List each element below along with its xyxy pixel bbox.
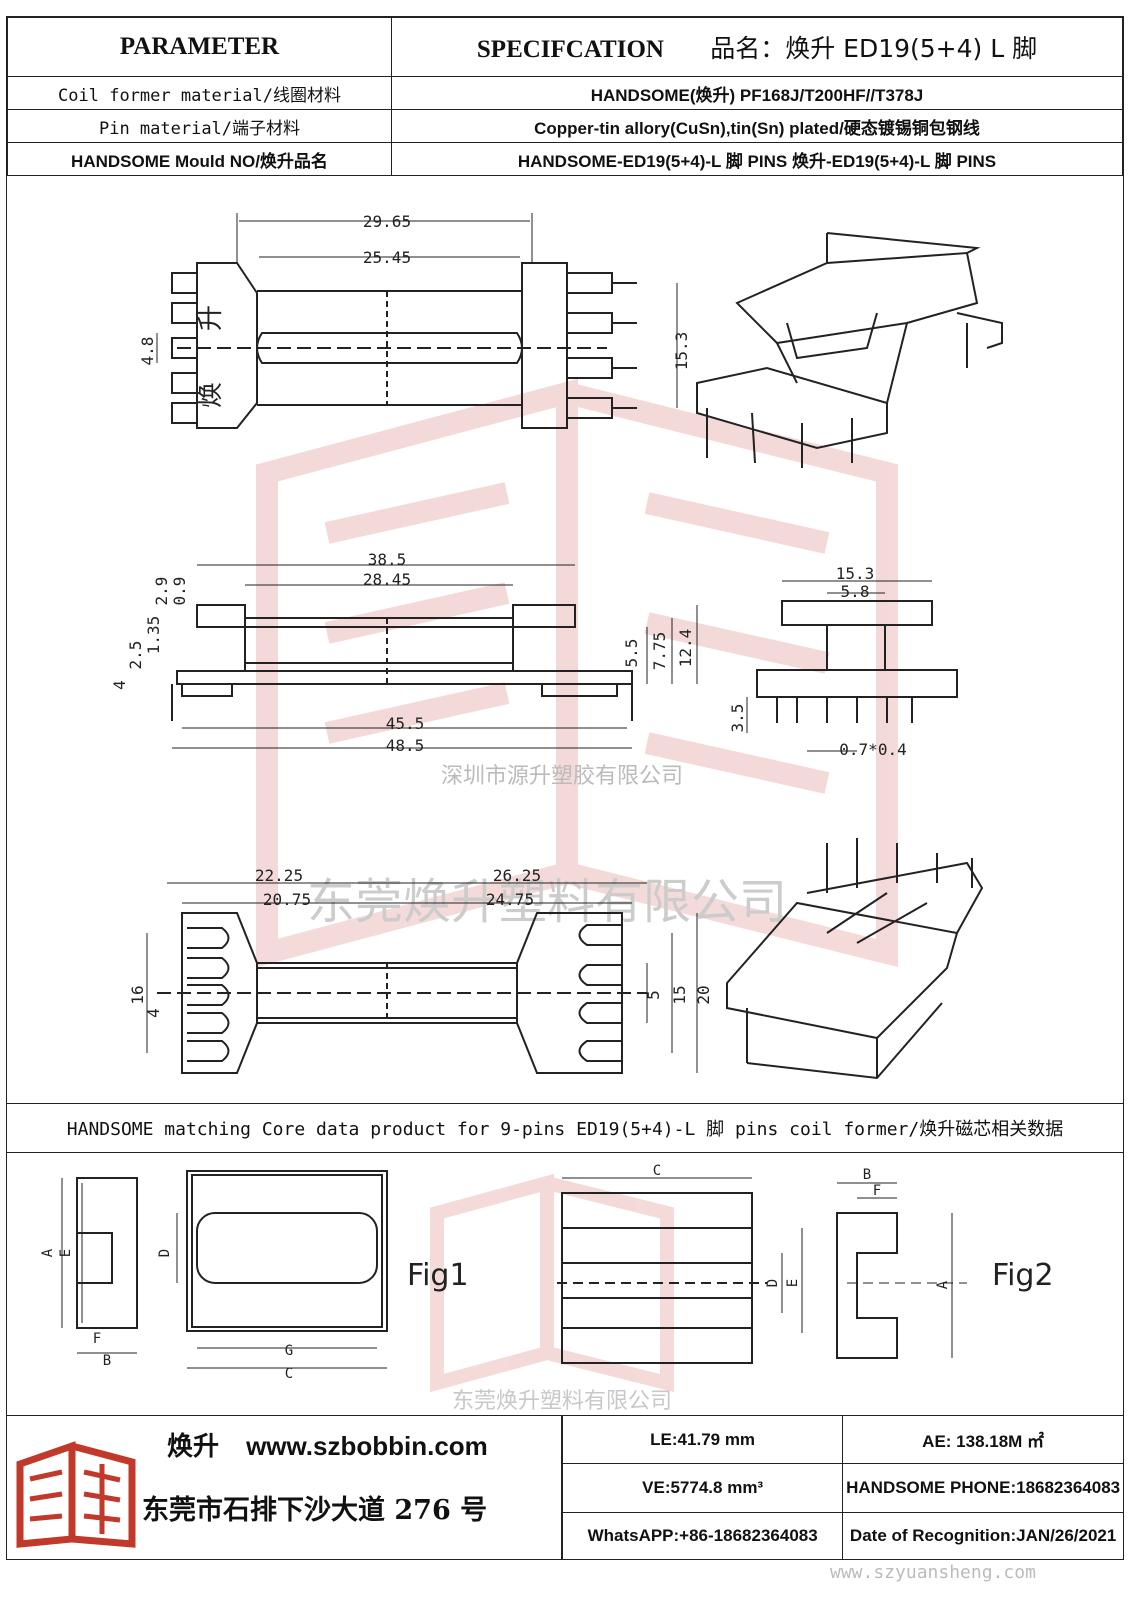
top-view <box>156 213 678 429</box>
logo-char-1: 升 <box>196 305 226 331</box>
fig1-core-side <box>61 1177 138 1354</box>
core-letter-b: B <box>103 1353 111 1369</box>
brand-block: 焕升 www.szbobbin.com 东莞市石排下沙大道 276 号 <box>7 1416 562 1560</box>
dim-bottom-15: 15 <box>670 985 689 1004</box>
fig2-letter-e: E <box>785 1279 801 1287</box>
fig1-core-top <box>176 1170 388 1369</box>
footer: 焕升 www.szbobbin.com 东莞市石排下沙大道 276 号 LE:4… <box>7 1415 1123 1560</box>
core-letter-c: C <box>285 1366 293 1382</box>
dim-end-3-5: 3.5 <box>728 704 747 733</box>
ae-value: AE: 138.18M ㎡ <box>842 1416 1123 1465</box>
dim-side-1-35: 1.35 <box>144 616 163 655</box>
bottom-view <box>146 882 698 1074</box>
dim-side-4: 4 <box>110 680 129 690</box>
dim-bottom-16: 16 <box>128 985 147 1004</box>
core-data-band: HANDSOME matching Core data product for … <box>7 1103 1123 1153</box>
specification-label: SPECIFCATION <box>476 36 664 63</box>
fig2-letter-f: F <box>873 1183 881 1199</box>
dim-bottom-4: 4 <box>144 1008 163 1018</box>
dim-top-29-65: 29.65 <box>363 212 411 231</box>
dim-side-2-9: 2.9 <box>152 577 171 606</box>
iso-view-top <box>696 232 1003 468</box>
pin-material-label: Pin material/端子材料 <box>7 109 392 143</box>
side-view <box>171 564 698 749</box>
dim-end-15-3: 15.3 <box>836 564 875 583</box>
fig1-label: Fig1 <box>407 1258 469 1293</box>
dim-side-28-45: 28.45 <box>363 570 411 589</box>
dim-bottom-5: 5 <box>644 990 663 1000</box>
watermark-company-1: 深圳市源升塑胶有限公司 <box>441 764 683 789</box>
logo-watermark <box>256 378 898 968</box>
brand-line: 焕升 www.szbobbin.com <box>167 1426 488 1463</box>
le-value: LE:41.79 mm <box>561 1416 843 1465</box>
mould-no-label: HANDSOME Mould NO/焕升品名 <box>7 142 392 176</box>
watermark-company-2: 东莞焕升塑料有限公司 <box>307 874 787 930</box>
dim-bottom-20: 20 <box>694 985 713 1004</box>
fig2-core-side <box>836 1182 967 1359</box>
recognition-date: Date of Recognition:JAN/26/2021 <box>842 1512 1123 1560</box>
fig2-label: Fig2 <box>992 1258 1054 1293</box>
end-view <box>746 580 958 752</box>
core-data-title: HANDSOME matching Core data product for … <box>66 1119 1064 1140</box>
website-link[interactable]: www.szbobbin.com <box>246 1431 488 1461</box>
fig2-letter-b: B <box>863 1167 871 1183</box>
dim-side-7-75: 7.75 <box>650 632 669 671</box>
dim-side-5-5: 5.5 <box>622 639 641 668</box>
spec-sheet: PARAMETER SPECIFCATION 品名：焕升 ED19(5+4) L… <box>6 16 1124 1560</box>
dim-top-4-8: 4.8 <box>138 337 157 366</box>
core-letter-d: D <box>157 1249 173 1257</box>
dim-side-48-5: 48.5 <box>386 736 425 755</box>
dim-bottom-22-25: 22.25 <box>255 866 303 885</box>
core-logo-watermark <box>430 1173 674 1393</box>
dim-bottom-26-25: 26.25 <box>493 866 541 885</box>
core-letter-e: E <box>58 1249 74 1257</box>
ve-value: VE:5774.8 mm³ <box>561 1463 843 1513</box>
company-logo-icon <box>16 1441 136 1548</box>
core-letter-f: F <box>93 1331 101 1347</box>
parameter-heading: PARAMETER <box>7 17 392 77</box>
dim-end-0-7x0-4: 0.7*0.4 <box>839 740 906 759</box>
site-watermark: www.szyuansheng.com <box>830 1562 1036 1583</box>
spec-header-table: PARAMETER SPECIFCATION 品名：焕升 ED19(5+4) L… <box>7 17 1123 176</box>
product-name: 品名：焕升 ED19(5+4) L 脚 <box>710 34 1038 63</box>
phone-value: HANDSOME PHONE:18682364083 <box>842 1463 1123 1513</box>
dim-top-25-45: 25.45 <box>363 248 411 267</box>
fig2-letter-a: A <box>935 1280 951 1289</box>
dim-end-5-8: 5.8 <box>841 582 870 601</box>
whatsapp-value: WhatsAPP:+86-18682364083 <box>561 1512 843 1560</box>
specification-heading: SPECIFCATION 品名：焕升 ED19(5+4) L 脚 <box>391 17 1123 77</box>
dim-side-2-5: 2.5 <box>126 641 145 670</box>
coil-material-value: HANDSOME(焕升) PF168J/T200HF//T378J <box>391 76 1123 110</box>
dim-bottom-24-75: 24.75 <box>486 890 534 909</box>
dim-top-15-3: 15.3 <box>672 332 691 371</box>
logo-char-0: 焕 <box>196 382 226 408</box>
dim-side-45-5: 45.5 <box>386 714 425 733</box>
mould-no-value: HANDSOME-ED19(5+4)-L 脚 PINS 焕升-ED19(5+4)… <box>391 142 1123 176</box>
brand-name: 焕升 <box>167 1432 220 1462</box>
fig2-letter-c: C <box>653 1163 661 1179</box>
bobbin-drawing: 深圳市源升塑胶有限公司 东莞焕升塑料有限公司 <box>110 212 1003 1080</box>
core-params-table: LE:41.79 mm AE: 138.18M ㎡ VE:5774.8 mm³ … <box>561 1416 1123 1560</box>
iso-view-bottom <box>726 838 984 1080</box>
core-letter-g: G <box>285 1343 293 1359</box>
core-figures: 东莞焕升塑料有限公司 <box>40 1163 1054 1414</box>
fig2-core-front <box>557 1177 803 1364</box>
dim-side-0-9: 0.9 <box>170 577 189 606</box>
pin-material-value: Copper-tin allory(CuSn),tin(Sn) plated/硬… <box>391 109 1123 143</box>
core-letter-a: A <box>40 1248 56 1257</box>
coil-material-label: Coil former material/线圈材料 <box>7 76 392 110</box>
company-address: 东莞市石排下沙大道 276 号 <box>142 1495 488 1526</box>
core-watermark-company: 东莞焕升塑料有限公司 <box>452 1389 672 1414</box>
dim-bottom-20-75: 20.75 <box>263 890 311 909</box>
dim-side-38-5: 38.5 <box>368 550 407 569</box>
fig2-letter-d: D <box>765 1279 781 1287</box>
dim-side-12-4: 12.4 <box>676 629 695 668</box>
